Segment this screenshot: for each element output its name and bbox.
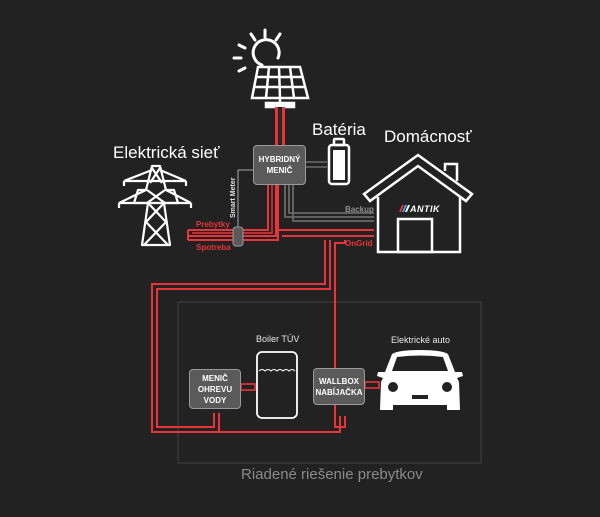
backup-label: Backup	[345, 205, 374, 214]
inverter-battery-link	[306, 161, 327, 168]
wallbox-box[interactable]: WALLBOX NABÍJAČKA	[313, 368, 365, 405]
water-heater-inverter-box[interactable]: MENIČ OHREVU VODY	[189, 369, 241, 409]
footer-caption: Riadené riešenie prebytkov	[241, 466, 423, 483]
solar-panel-icon	[250, 65, 310, 109]
surplus-label: Prebytky	[196, 220, 230, 229]
boiler-icon	[256, 351, 298, 419]
water-heater-label-line3: VODY	[203, 395, 227, 405]
controlled-surplus-frame	[177, 301, 482, 464]
wallbox-to-car-link	[364, 381, 380, 389]
heater-to-boiler-link	[240, 383, 256, 391]
pylon-icon	[117, 164, 193, 247]
wallbox-label-line1: WALLBOX	[319, 376, 359, 386]
smart-meter-device[interactable]	[232, 226, 244, 247]
battery-icon	[327, 137, 351, 186]
house-icon	[362, 153, 474, 254]
consumption-label: Spotreba	[196, 243, 231, 252]
boiler-label: Boiler TÚV	[256, 334, 300, 344]
hybrid-inverter-label-line2: MENIČ	[266, 166, 293, 175]
household-label: Domácnosť	[384, 127, 472, 146]
water-heater-label-line2: OHREVU	[197, 384, 233, 394]
battery-label: Batéria	[312, 120, 366, 139]
sun-icon	[232, 28, 282, 73]
hybrid-inverter-label-line1: HYBRIDNÝ	[258, 155, 301, 164]
water-heater-label-line1: MENIČ	[202, 373, 228, 383]
antik-logo-icon	[399, 205, 404, 212]
ongrid-label: OnGrid	[345, 239, 373, 248]
grid-label: Elektrická sieť	[113, 143, 220, 162]
ongrid-power-line	[278, 229, 374, 237]
grid-power-line	[187, 185, 279, 241]
ev-label: Elektrické auto	[391, 335, 451, 345]
solar-to-inverter-line	[275, 107, 285, 147]
smart-meter-label: Smart Meter	[230, 177, 237, 218]
antik-logo-stripes	[402, 205, 410, 212]
brand-label: ANTIK	[410, 204, 440, 214]
wallbox-label-line2: NABÍJAČKA	[315, 387, 363, 397]
hybrid-inverter-box[interactable]: HYBRIDNÝ MENIČ	[253, 145, 306, 185]
car-icon	[377, 350, 463, 410]
surplus-power-line	[151, 240, 346, 433]
backup-line	[284, 185, 374, 222]
